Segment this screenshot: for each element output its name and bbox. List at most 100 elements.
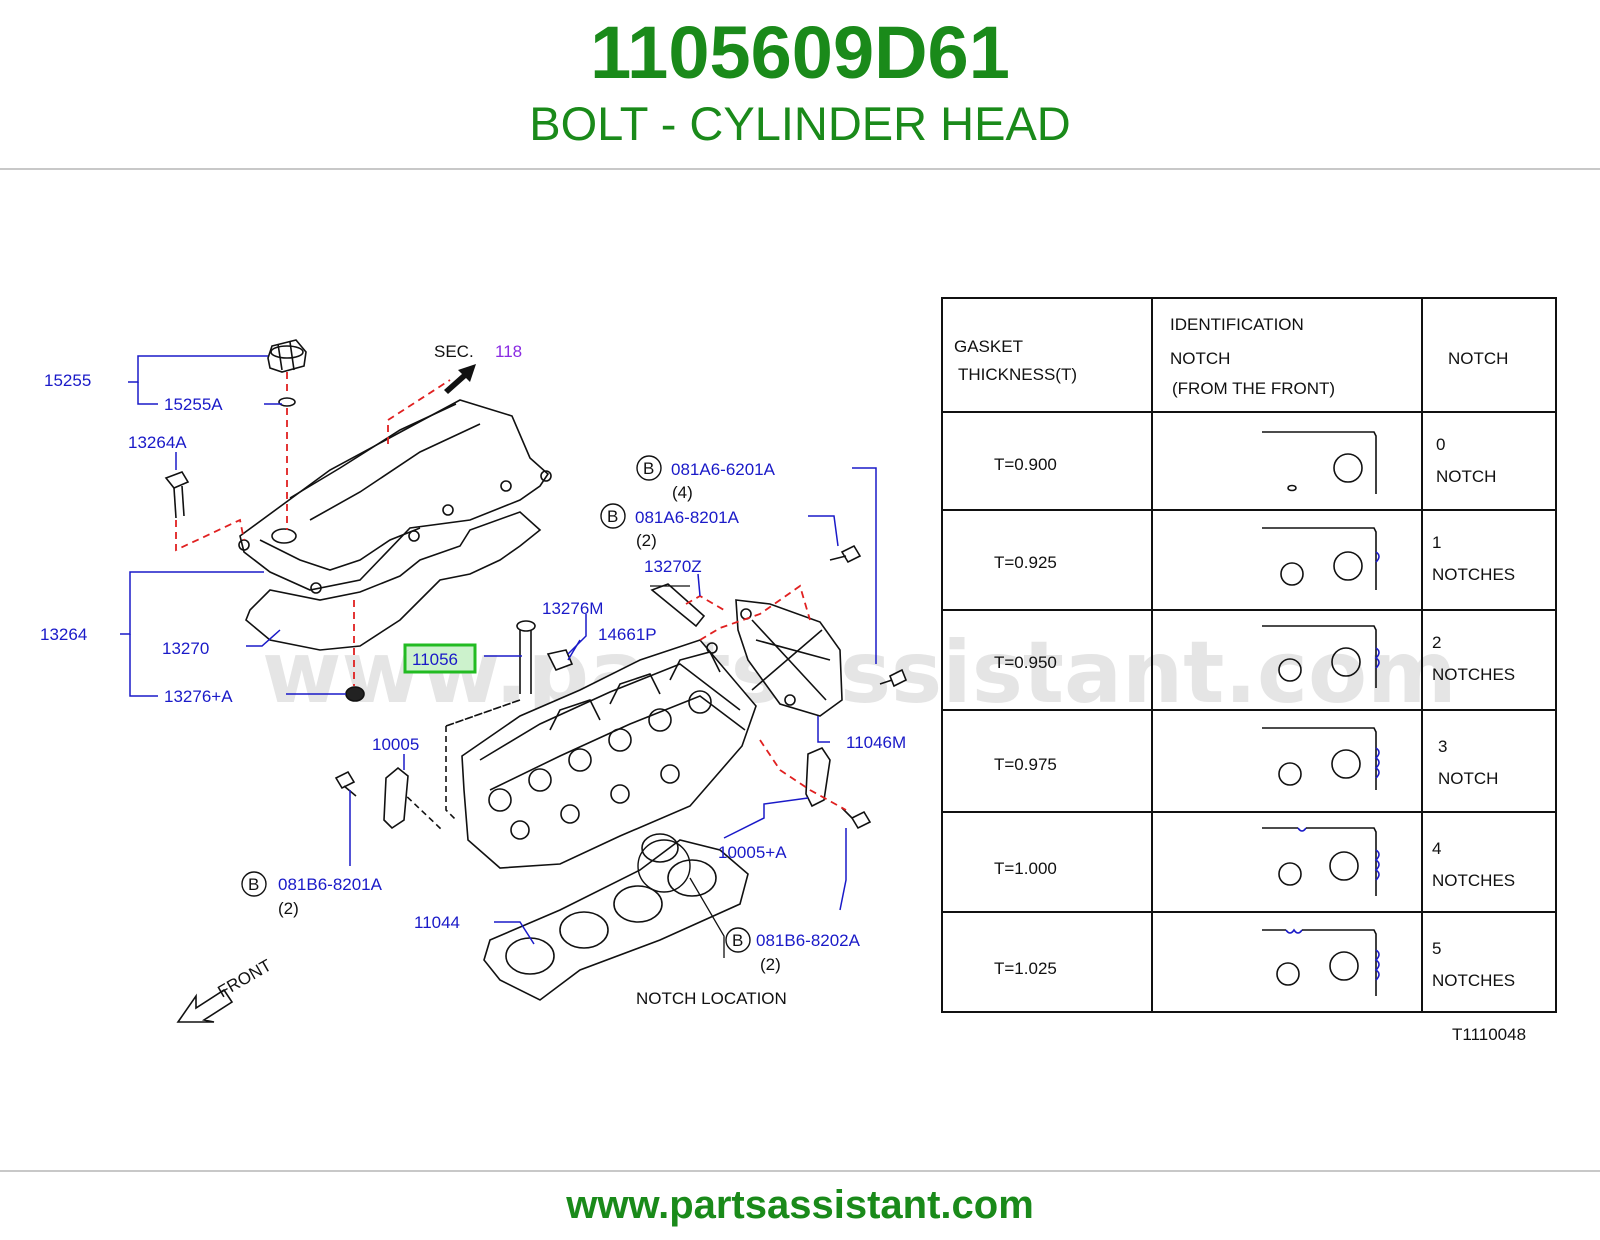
- assembly-dashed-lines: [175, 372, 847, 811]
- callout-13276m[interactable]: 13276M: [542, 599, 603, 618]
- row-notch-count: 3: [1438, 737, 1447, 756]
- sensor-drawing: [546, 649, 574, 672]
- footer-url-link[interactable]: www.partsassistant.com: [566, 1183, 1034, 1227]
- b-marker: B: [248, 875, 259, 894]
- gasket-10005-drawing: [383, 766, 409, 830]
- table-row: T=0.975 3 NOTCH: [994, 727, 1498, 790]
- header-thickness-line1: GASKET: [954, 337, 1023, 356]
- callout-15255[interactable]: 15255: [44, 371, 91, 390]
- row-notch-word: NOTCHES: [1432, 665, 1515, 684]
- plug-seal-drawing: [345, 686, 365, 702]
- bracket-nut-drawing: [706, 642, 718, 654]
- notch-diagram-icon: [1262, 928, 1380, 996]
- callout-10005[interactable]: 10005: [372, 735, 419, 754]
- callout-b-081b6-8201a[interactable]: B 081B6-8201A (2): [241, 871, 383, 918]
- callout-11044[interactable]: 11044: [414, 913, 460, 932]
- table-row: T=0.900 0 NOTCH: [994, 431, 1496, 494]
- bracket-drawing: [735, 599, 843, 717]
- callout-b-081b6-8202a[interactable]: B 081B6-8202A (2): [725, 927, 861, 974]
- table-row: T=0.950 2 NOTCHES: [994, 625, 1515, 688]
- row-thickness: T=0.950: [994, 653, 1057, 672]
- row-notch-count: 2: [1432, 633, 1441, 652]
- part-number: 1105609D61: [590, 11, 1010, 94]
- row-notch-word: NOTCHES: [1432, 871, 1515, 890]
- notch-diagram-icon: [1262, 625, 1380, 688]
- callout-11046m[interactable]: 11046M: [846, 733, 906, 752]
- row-notch-count: 0: [1436, 435, 1445, 454]
- bolt-081b6-8202a-label[interactable]: 081B6-8202A: [756, 931, 861, 950]
- head-bolt-drawing: [516, 620, 536, 694]
- b-marker: B: [643, 459, 654, 478]
- table-row: T=1.000 4 NOTCHES: [994, 827, 1515, 896]
- gasket-10005a-drawing: [805, 747, 831, 808]
- row-notch-word: NOTCHES: [1432, 565, 1515, 584]
- notch-location-circle: [637, 839, 691, 893]
- bolt-081a6-8201a-drawing: [829, 544, 862, 564]
- bolt-081a6-6201a-label[interactable]: 081A6-6201A: [671, 460, 776, 479]
- oil-cap-drawing: [267, 339, 307, 407]
- notch-diagram-icon: [1262, 727, 1380, 790]
- gasket-thickness-table: GASKET THICKNESS(T) IDENTIFICATION NOTCH…: [941, 297, 1557, 1013]
- b-marker: B: [732, 931, 743, 950]
- part-title: BOLT - CYLINDER HEAD: [529, 97, 1071, 150]
- front-arrow-icon: [176, 988, 234, 1023]
- notch-diagram-icon: [1262, 431, 1377, 494]
- notch-diagram-icon: [1262, 527, 1380, 590]
- header-ident-line3: (FROM THE FRONT): [1172, 379, 1335, 398]
- row-thickness: T=0.900: [994, 455, 1057, 474]
- header-notch: NOTCH: [1448, 349, 1508, 368]
- header-thickness-line2: THICKNESS(T): [958, 365, 1077, 384]
- bolt-081b6-8201a-label[interactable]: 081B6-8201A: [278, 875, 383, 894]
- callout-15255a[interactable]: 15255A: [164, 395, 223, 414]
- callout-b-081a6-8201a[interactable]: B 081A6-8201A (2): [600, 503, 740, 550]
- bolt-081b6-8202a-qty: (2): [760, 955, 781, 974]
- callout-13270[interactable]: 13270: [162, 639, 209, 658]
- row-notch-count: 4: [1432, 839, 1441, 858]
- bolt-13264a-drawing: [164, 471, 190, 519]
- front-label: FRONT: [215, 956, 275, 1002]
- bolt-081a6-6201a-drawing: [879, 668, 908, 688]
- page-header: 1105609D61 BOLT - CYLINDER HEAD: [0, 0, 1600, 168]
- callout-14661p[interactable]: 14661P: [598, 625, 657, 644]
- rocker-cover-drawing: [238, 399, 552, 594]
- callout-13270z[interactable]: 13270Z: [644, 557, 702, 576]
- callout-13264a[interactable]: 13264A: [128, 433, 187, 452]
- rocker-gasket-drawing: [245, 511, 542, 651]
- row-notch-count: 5: [1432, 939, 1441, 958]
- table-row: T=1.025 5 NOTCHES: [994, 928, 1515, 996]
- row-thickness: T=0.925: [994, 553, 1057, 572]
- row-thickness: T=1.025: [994, 959, 1057, 978]
- callout-13276a[interactable]: 13276+A: [164, 687, 233, 706]
- callout-b-081a6-6201a[interactable]: B 081A6-6201A (4): [636, 455, 776, 502]
- notch-location-label: NOTCH LOCATION: [636, 989, 787, 1008]
- sec-label: SEC.: [434, 342, 474, 361]
- callout-11056-highlight[interactable]: 11056: [403, 643, 477, 674]
- row-thickness: T=0.975: [994, 755, 1057, 774]
- row-notch-word: NOTCH: [1436, 467, 1496, 486]
- leader-lines: [120, 355, 877, 945]
- row-notch-word: NOTCHES: [1432, 971, 1515, 990]
- bolt-081a6-6201a-qty: (4): [672, 483, 693, 502]
- engine-illustration: [164, 339, 908, 1001]
- callout-10005a[interactable]: 10005+A: [718, 843, 787, 862]
- header-ident-line1: IDENTIFICATION: [1170, 315, 1304, 334]
- sec-118-arrow-icon: [444, 364, 476, 394]
- part-13270z-drawing: [650, 583, 706, 628]
- bolt-081b6-8201a-qty: (2): [278, 899, 299, 918]
- footer-divider: [0, 1170, 1600, 1172]
- sec-118-link[interactable]: 118: [495, 342, 522, 361]
- table-row: T=0.925 1 NOTCHES: [994, 527, 1515, 590]
- row-notch-word: NOTCH: [1438, 769, 1498, 788]
- bolt-081a6-8201a-label[interactable]: 081A6-8201A: [635, 508, 740, 527]
- leader-lines-black: [650, 585, 725, 958]
- row-notch-count: 1: [1432, 533, 1441, 552]
- header-ident-line2: NOTCH: [1170, 349, 1230, 368]
- diagram-ref-code: T1110048: [1452, 1025, 1526, 1044]
- callout-11056[interactable]: 11056: [412, 650, 458, 669]
- bolt-081b6-8201a-drawing: [334, 770, 357, 797]
- callout-13264[interactable]: 13264: [40, 625, 87, 644]
- bolt-081a6-8201a-qty: (2): [636, 531, 657, 550]
- header-divider: [0, 168, 1600, 170]
- row-thickness: T=1.000: [994, 859, 1057, 878]
